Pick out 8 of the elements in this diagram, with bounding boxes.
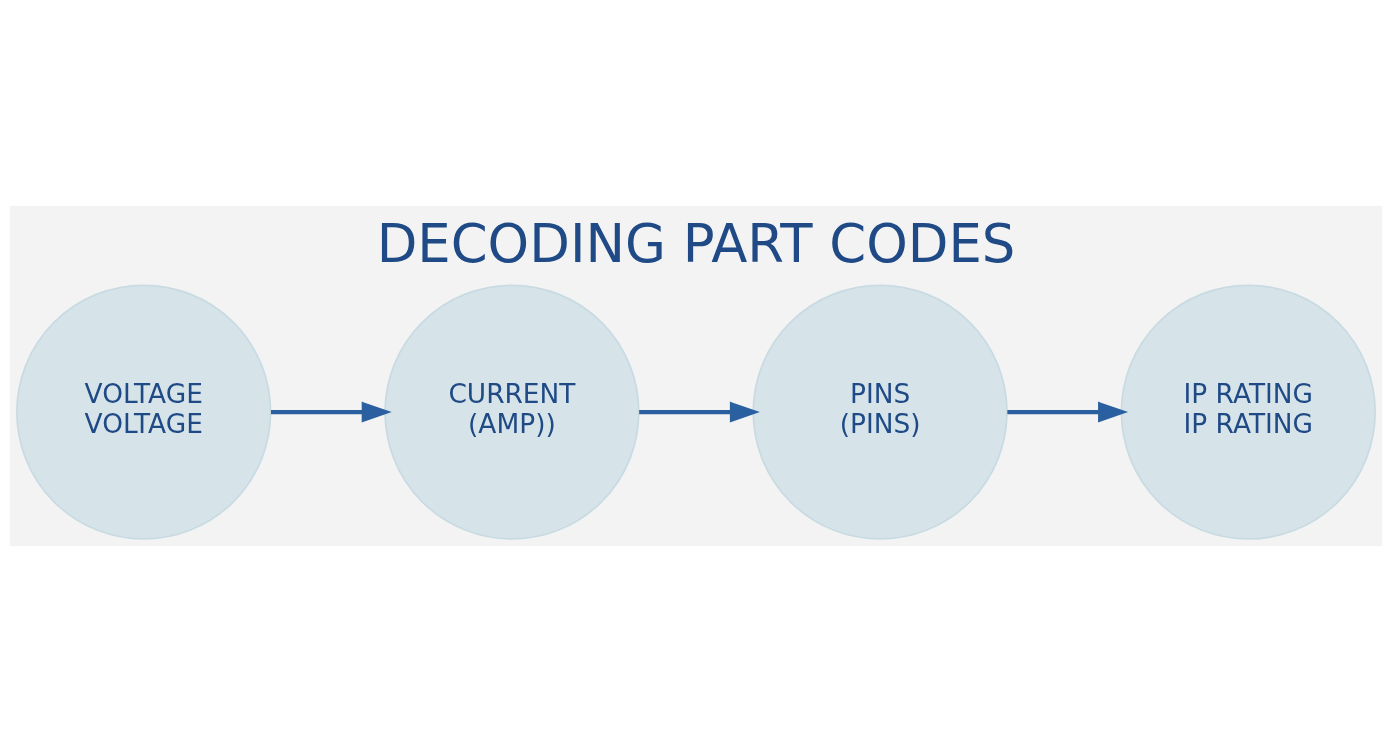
node-circle: VOLTAGE VOLTAGE bbox=[16, 284, 272, 540]
node-circle: IP RATING IP RATING bbox=[1120, 284, 1376, 540]
arrow bbox=[639, 401, 760, 423]
node-circle: PINS (PINS) bbox=[752, 284, 1008, 540]
arrow bbox=[271, 401, 392, 423]
arrow bbox=[1007, 401, 1129, 423]
diagram-title: DECODING PART CODES bbox=[376, 213, 1016, 275]
node-circle: CURRENT (AMP)) bbox=[384, 284, 640, 540]
